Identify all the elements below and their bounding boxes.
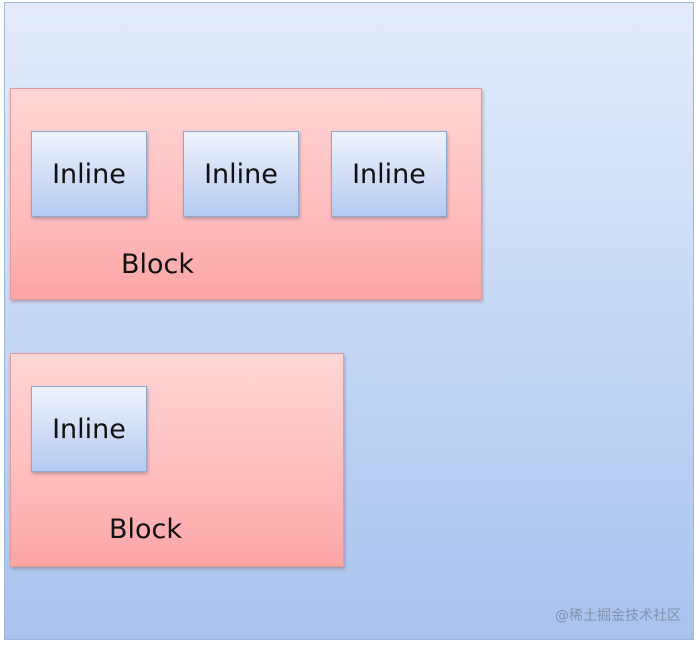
block-box: Inline Inline Inline Block bbox=[10, 88, 482, 300]
diagram-canvas: Inline Inline Inline Block Inline Block … bbox=[4, 2, 694, 640]
inline-label: Inline bbox=[52, 413, 126, 445]
block-label: Block bbox=[121, 249, 195, 280]
watermark: @稀土掘金技术社区 bbox=[555, 608, 681, 624]
inline-box: Inline bbox=[31, 386, 147, 472]
block-label: Block bbox=[109, 514, 183, 545]
inline-label: Inline bbox=[204, 158, 278, 190]
inline-box: Inline bbox=[31, 131, 147, 217]
inline-label: Inline bbox=[52, 158, 126, 190]
inline-box: Inline bbox=[331, 131, 447, 217]
inline-label: Inline bbox=[352, 158, 426, 190]
block-box: Inline Block bbox=[10, 353, 344, 567]
inline-box: Inline bbox=[183, 131, 299, 217]
